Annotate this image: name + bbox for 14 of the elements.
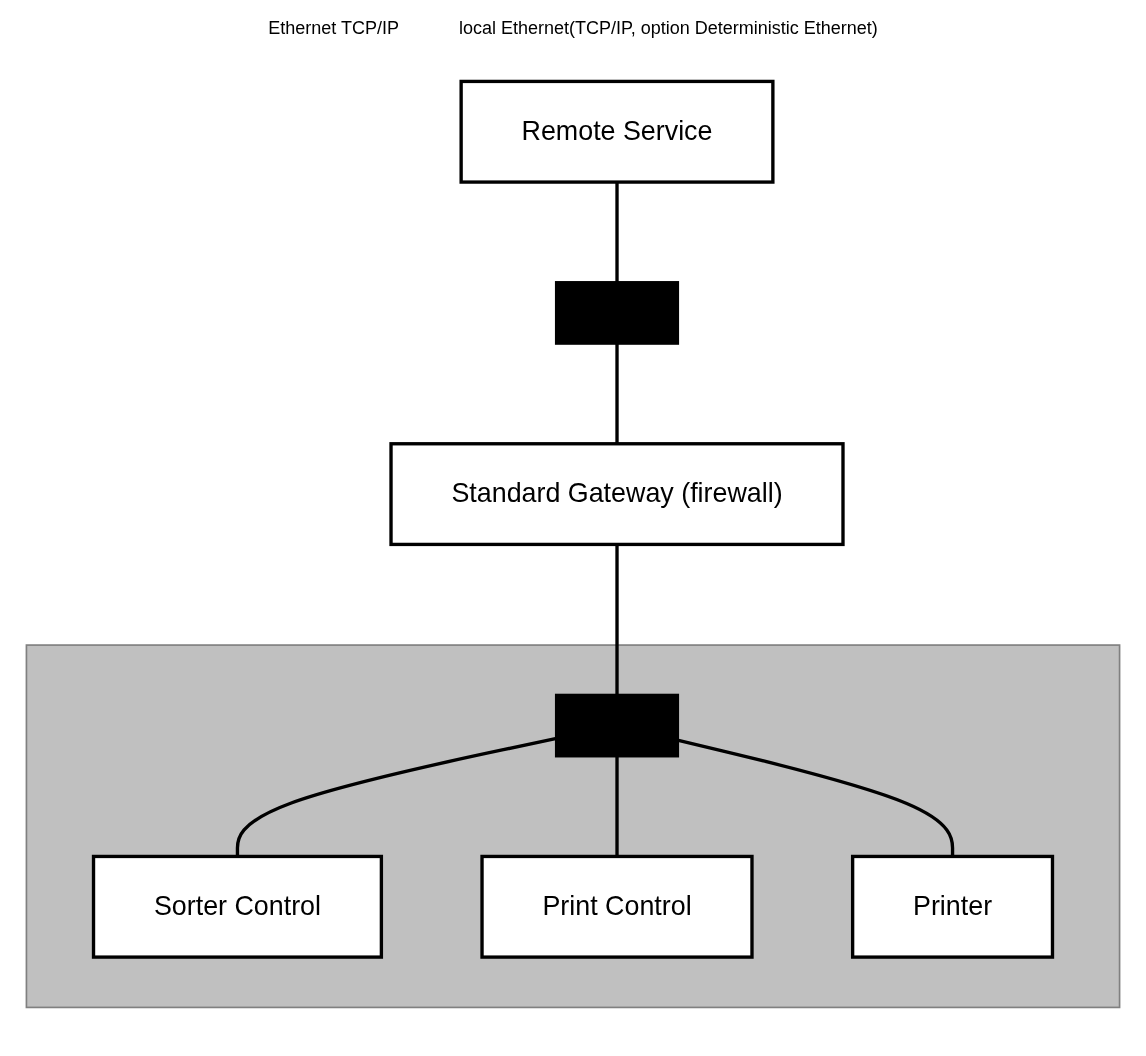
node-box: Printer <box>850 854 1055 959</box>
connector <box>615 544 619 696</box>
node-box: Remote Service <box>459 79 775 184</box>
node-box: Standard Gateway (firewall) <box>389 442 845 547</box>
cluster <box>25 644 1121 1009</box>
connector <box>615 343 619 444</box>
network-label: local Ethernet(TCP/IP, option Deterministic Ethernet) <box>458 17 878 39</box>
node-box: Sorter Control <box>91 854 384 959</box>
connector <box>615 182 619 283</box>
connector <box>615 755 619 857</box>
node-bar <box>554 693 680 758</box>
node-bar <box>554 281 680 345</box>
node-box: Print Control <box>480 854 754 959</box>
network-label: Ethernet TCP/IP <box>268 17 399 39</box>
